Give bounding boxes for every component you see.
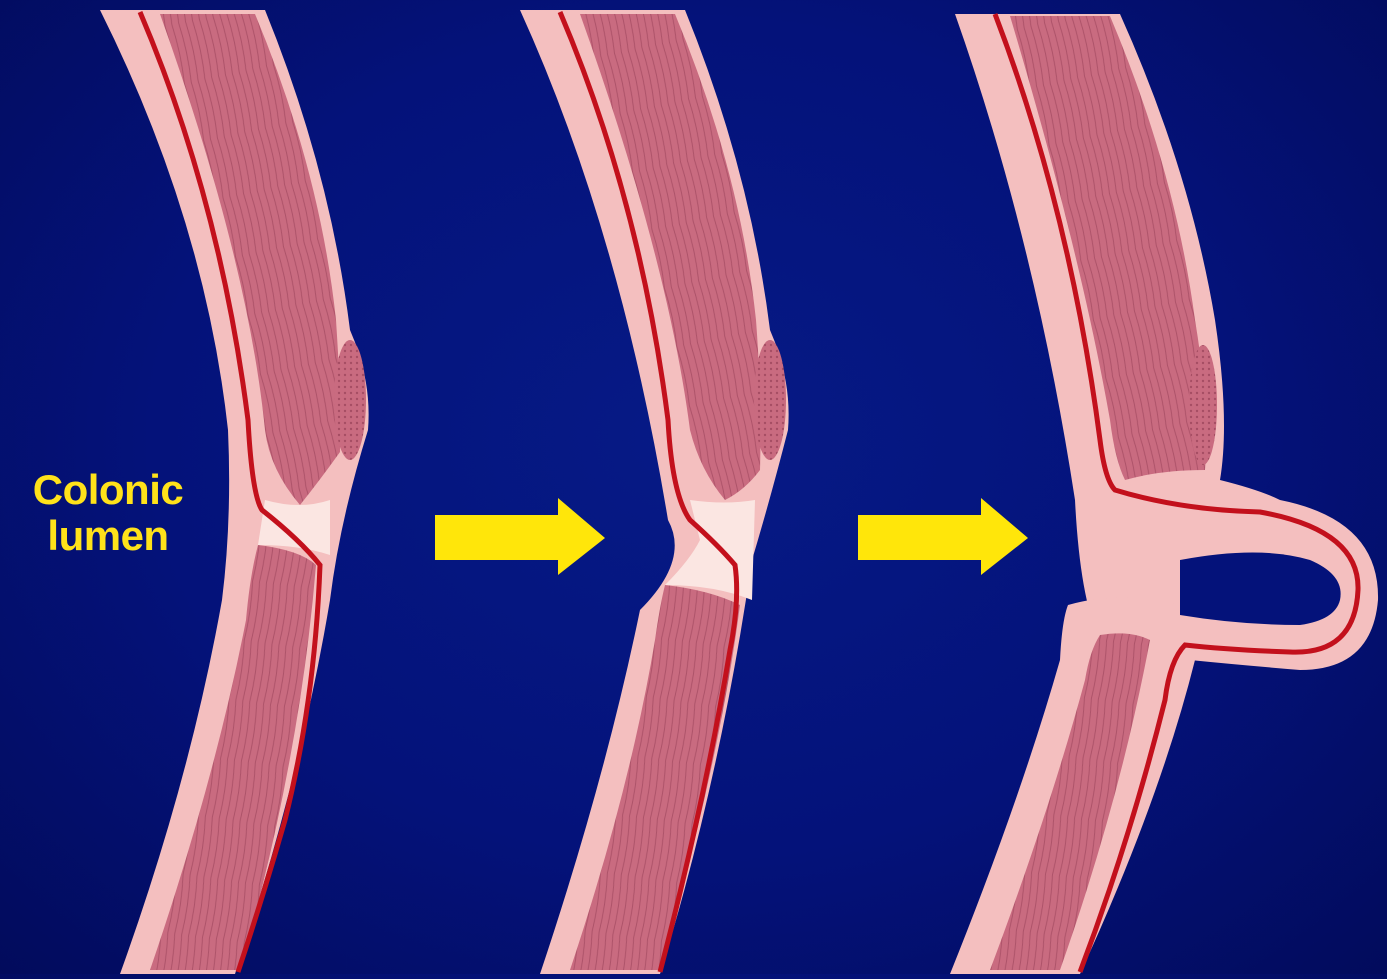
progression-arrow-2 [858,498,1028,575]
colonic-lumen-label-line2: lumen [8,513,208,559]
progression-arrow-1 [435,498,605,575]
stage-2-muscle-lower [570,585,740,970]
stage-1-taenia [334,340,366,460]
colonic-lumen-label: Colonic lumen [8,467,208,559]
stage-3-diverticulum [950,14,1378,974]
stage-3-taenia [1189,345,1217,465]
stage-3-pouch-lumen [1180,553,1341,626]
colonic-lumen-label-line1: Colonic [8,467,208,513]
stage-2-mucosal-herniation [520,10,789,974]
stage-2-taenia [754,340,786,460]
